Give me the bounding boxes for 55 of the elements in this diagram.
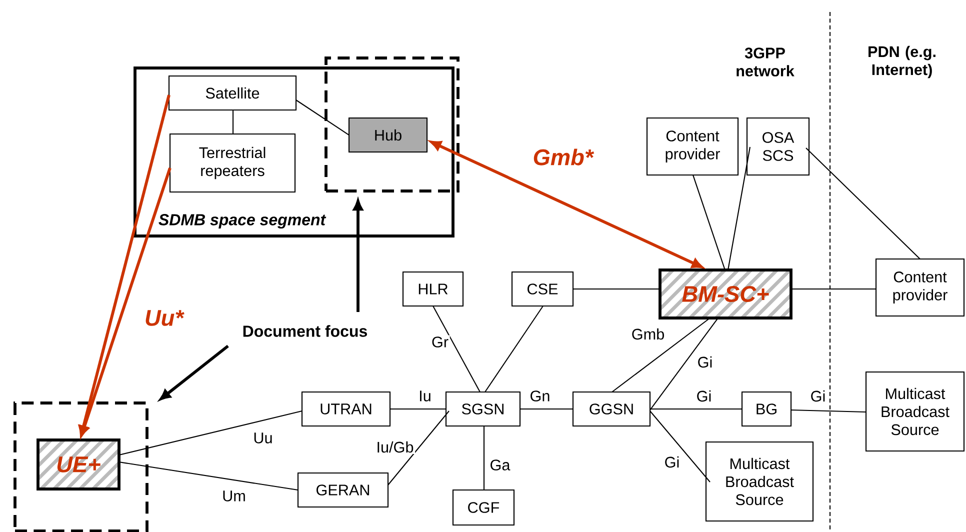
edge-label: Gr [430, 335, 450, 349]
connector [650, 318, 718, 410]
edge-label: Iu [417, 389, 433, 403]
connector [388, 410, 450, 486]
network-box: OSA SCS [746, 117, 810, 176]
connector [390, 408, 446, 410]
highlighted-box: UE+ [36, 438, 120, 490]
connector [118, 461, 298, 491]
connector [806, 148, 920, 260]
region-label: 3GPP network [736, 48, 794, 76]
edge-label: Gi [696, 355, 714, 369]
highlighted-box: BM-SC+ [658, 268, 792, 320]
hub-box: Hub [348, 117, 428, 153]
focus-box [14, 402, 148, 532]
network-box: Multicast Broadcast Source [865, 371, 965, 452]
connector [791, 409, 866, 413]
connector [650, 408, 742, 410]
connector [791, 288, 876, 290]
network-box: GGSN [572, 391, 651, 427]
connector [612, 318, 710, 392]
network-box: CSE [511, 271, 574, 307]
connector [432, 306, 480, 392]
callout-text: Document focus [243, 325, 367, 337]
edge-label: Iu/Gb [374, 440, 416, 454]
connector [232, 110, 234, 134]
network-box: SGSN [445, 391, 521, 427]
network-box: HLR [402, 271, 464, 307]
connector [520, 408, 573, 410]
network-box: Multicast Broadcast Source [705, 441, 814, 522]
network-box: Terrestrial repeaters [169, 133, 296, 193]
edge-label: Um [220, 489, 248, 503]
connector [573, 288, 660, 290]
connector [118, 410, 302, 456]
edge-label: Ga [488, 458, 512, 472]
edge-label: Gi [695, 389, 713, 403]
connector [296, 100, 350, 136]
arrow [160, 344, 229, 400]
edge-label: Gi [663, 455, 681, 469]
connector [483, 426, 485, 490]
connector [728, 146, 751, 270]
network-box: Content provider [875, 258, 965, 317]
connector [650, 410, 710, 482]
focus-box [324, 56, 460, 192]
edge-label: Gn [528, 389, 552, 403]
network-box: CGF [452, 489, 515, 526]
connector [692, 174, 726, 270]
network-box: BG [741, 391, 792, 427]
network-box: UTRAN [301, 391, 391, 427]
region-label: PDN (e.g. Internet) [868, 46, 936, 78]
network-box: Satellite [168, 75, 297, 111]
edge-label: Gi [809, 389, 828, 403]
network-box: GERAN [297, 472, 389, 508]
edge-label: Uu [252, 431, 274, 445]
edge-label: Gmb [630, 327, 666, 341]
connector [484, 306, 544, 392]
